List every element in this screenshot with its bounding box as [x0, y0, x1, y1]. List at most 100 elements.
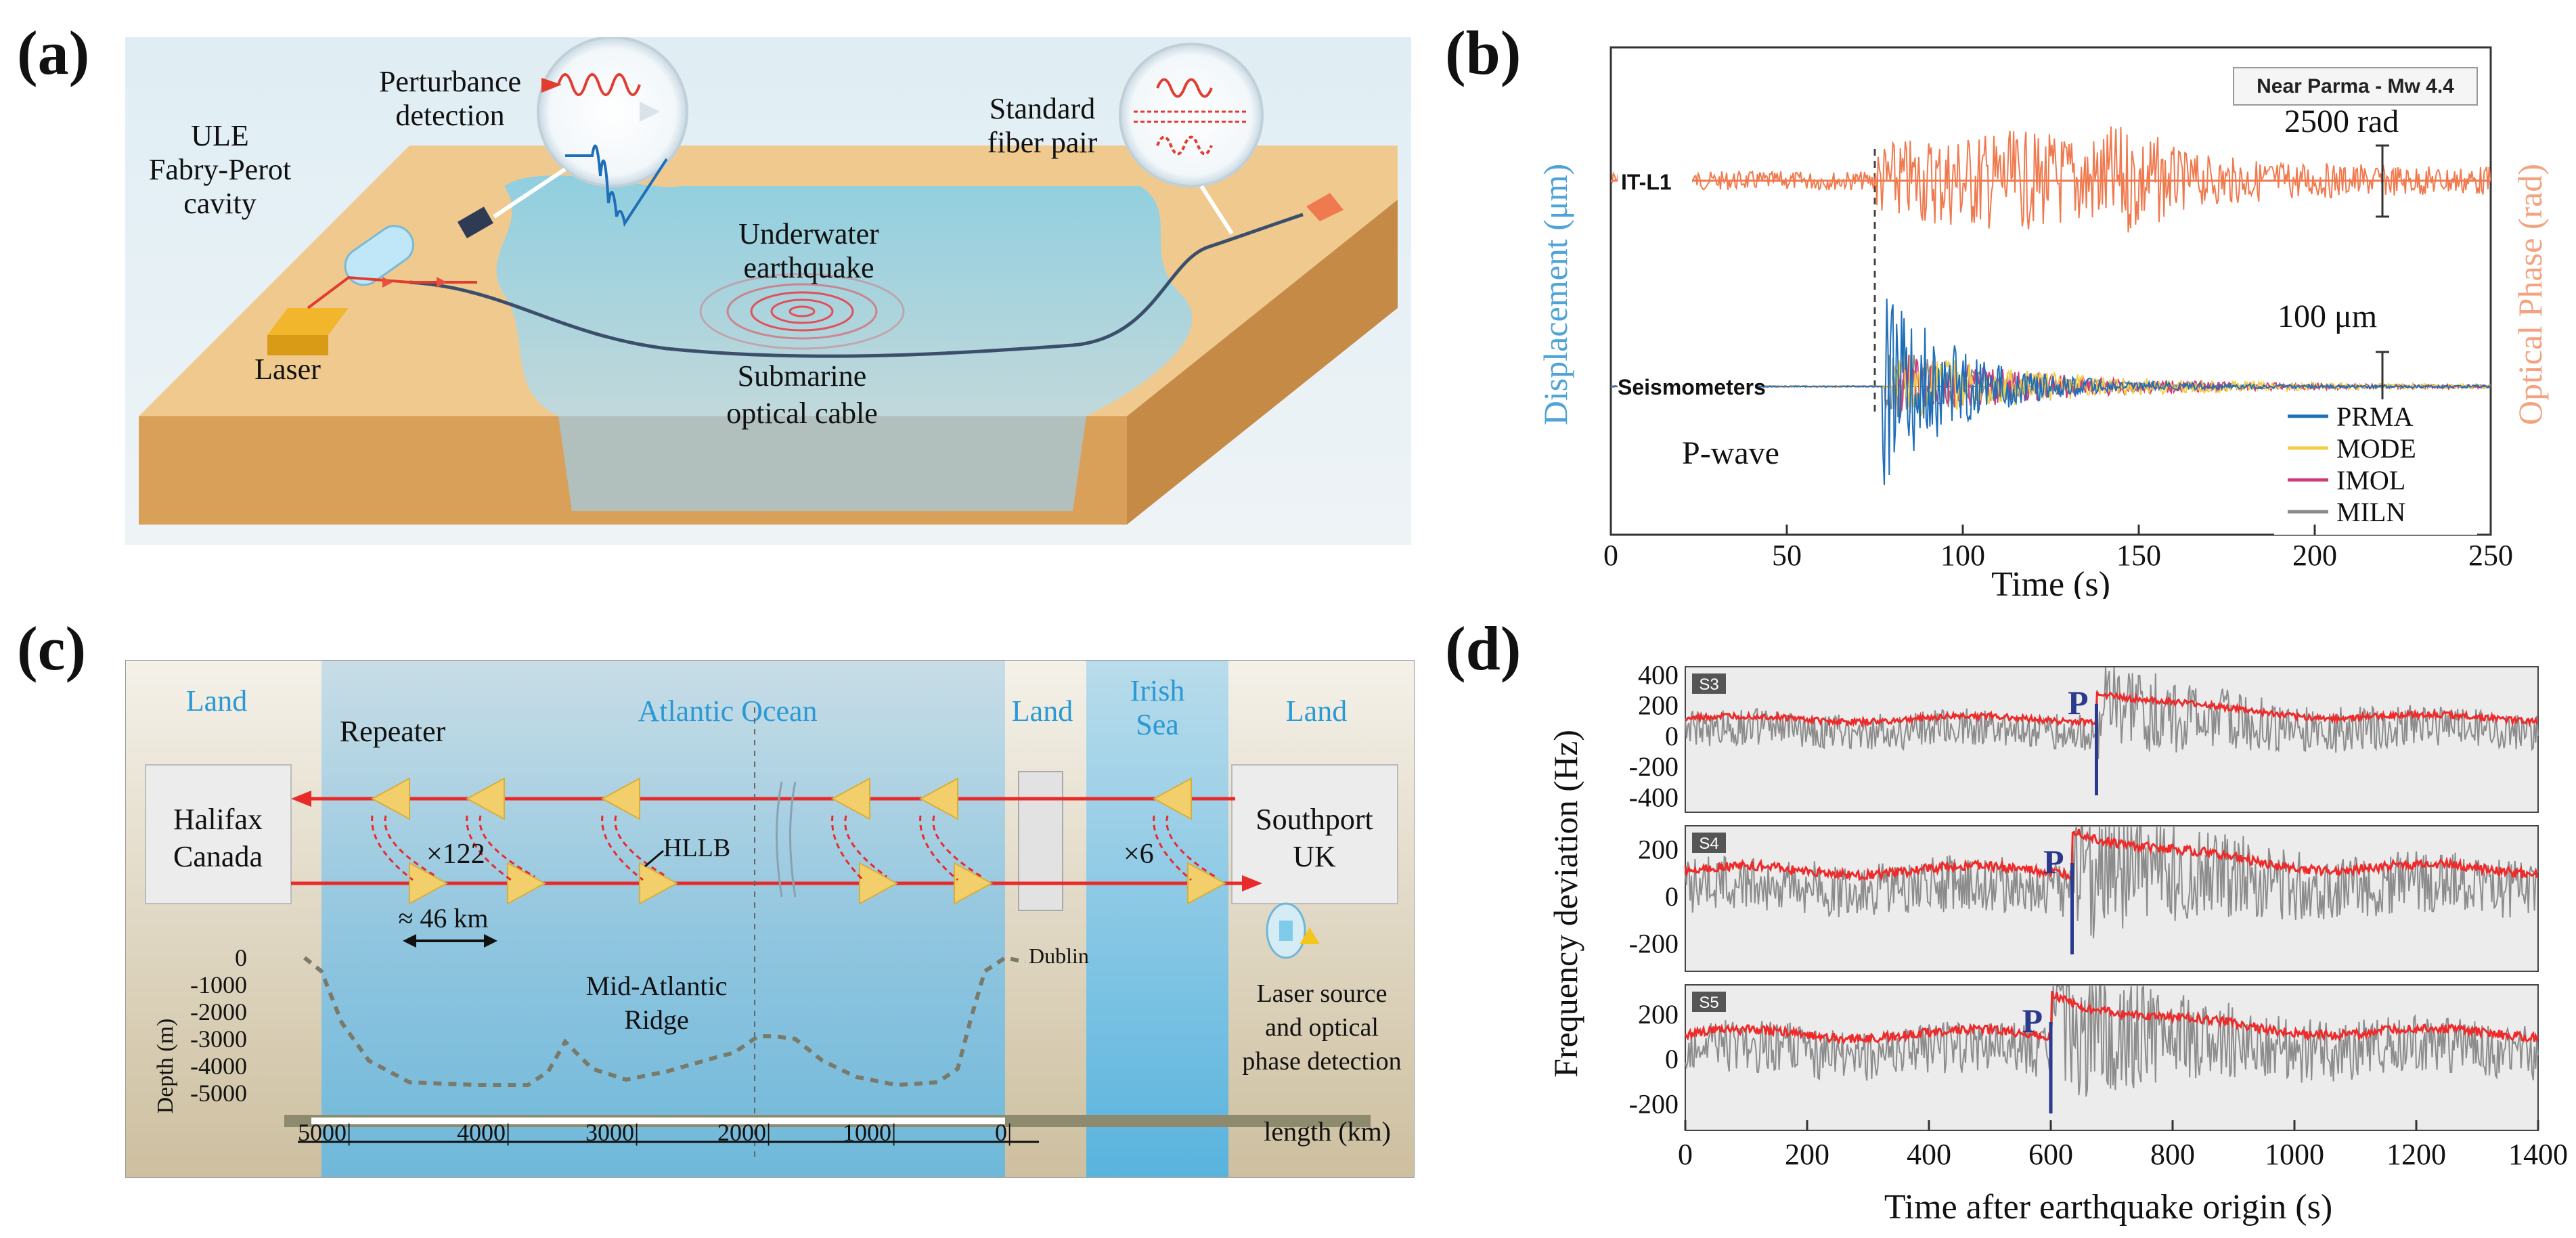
repeater-upper [600, 777, 640, 820]
dublin-box [1018, 771, 1063, 911]
laser-box [267, 308, 349, 335]
length-tick-label: 0| [995, 1119, 1012, 1146]
y-tick-label: 200 [1638, 835, 1679, 865]
legend-label-imol: IMOL [2336, 465, 2405, 495]
trace-label-itl1: IT-L1 [1621, 170, 1672, 194]
trace-prma [1610, 299, 2491, 485]
depth-tick-label: 0 [235, 944, 247, 971]
legend-label-miln: MILN [2336, 497, 2405, 527]
y-tick-label: -200 [1629, 928, 1679, 958]
repeater-upper [830, 777, 870, 820]
subplot-tag-box [1692, 673, 1726, 694]
subplot-tag: S3 [1699, 676, 1718, 694]
label-laser: Laser [254, 353, 321, 386]
seafloor-depth-profile [303, 955, 1026, 1088]
label-underwater: Underwater [738, 217, 879, 250]
region-land-left: Land [186, 684, 247, 717]
y-tick-label: -200 [1629, 1088, 1679, 1119]
repeater-upper [465, 777, 505, 820]
repeater-upper [370, 777, 410, 820]
earthquake-rings [699, 273, 905, 350]
ridge-label-1: Mid-Atlantic [586, 971, 728, 1001]
x-axis-label: Time after earthquake origin (s) [1884, 1188, 2332, 1226]
panel-b-plot: Near Parma - Mw 4.4 2500 rad 100 μm IT-L… [1536, 46, 2549, 599]
y-tick-label: 200 [1638, 999, 1679, 1030]
perturbance-bubble [537, 37, 688, 227]
trace-seismometers [1610, 299, 2491, 485]
hllb-loopback [932, 815, 982, 878]
legend-title: Near Parma - Mw 4.4 [2257, 75, 2454, 97]
land-right-zone [1228, 660, 1415, 1178]
hllb-loopback [1153, 815, 1192, 881]
label-fabry-perot: Fabry-Perot [149, 153, 291, 186]
x-axis-label: Time (s) [1991, 565, 2110, 599]
repeater-chain [370, 777, 1227, 905]
panel-label-b: (b) [1445, 18, 1522, 87]
subplot-tag: S4 [1699, 835, 1718, 853]
repeater-lower [859, 862, 899, 905]
irish-sea-zone [1086, 660, 1228, 1178]
canada-label: Canada [173, 840, 263, 873]
depth-tick-label: -2000 [190, 998, 247, 1025]
ridge-label-2: Ridge [624, 1004, 689, 1035]
legend-label-mode: MODE [2336, 433, 2416, 464]
halifax-label: Halifax [173, 803, 263, 836]
land-left-zone [125, 660, 321, 1178]
laser-source-label-3: phase detection [1242, 1047, 1401, 1076]
x-tick-label: 800 [2150, 1138, 2195, 1171]
count-x6: ×6 [1124, 839, 1154, 870]
repeater-upper [918, 777, 958, 820]
fiber-spool [1306, 193, 1343, 221]
y-tick-label: 200 [1638, 690, 1679, 721]
halifax-box [145, 764, 292, 904]
x-tick-label: 600 [2028, 1138, 2073, 1171]
x-tick-label: 400 [1907, 1138, 1951, 1171]
southport-label: Southport [1256, 803, 1373, 836]
photodetector [457, 206, 493, 239]
repeater-lower [409, 862, 449, 905]
label-fiber-pair: fiber pair [987, 126, 1098, 159]
hllb-loopback [831, 815, 864, 881]
sea-water [496, 175, 1193, 416]
hllb-loopback [1165, 815, 1216, 878]
repeater-lower [954, 862, 994, 905]
break-mark [776, 781, 797, 898]
subplot-envelope-trace [1684, 828, 2539, 881]
subplot-envelope-trace [1684, 991, 2539, 1045]
depth-axis: 0-1000-2000-3000-4000-5000 [190, 944, 247, 1107]
pwave-label: P-wave [1682, 435, 1779, 471]
length-tick-label: 3000| [585, 1119, 639, 1146]
hllb-label: HLLB [663, 834, 730, 862]
subplot-noise-trace [1685, 667, 2539, 759]
uk-label: UK [1293, 840, 1336, 873]
repeater-label: Repeater [340, 715, 446, 748]
panel-label-a: (a) [17, 18, 90, 87]
hllb-loopback [384, 815, 437, 878]
length-tick-label: 2000| [717, 1119, 771, 1146]
trace-it-l1 [1610, 126, 2491, 233]
region-land-mid: Land [1012, 694, 1073, 728]
y-tick-label: 0 [1665, 1044, 1679, 1074]
depth-tick-label: -1000 [190, 971, 247, 998]
label-submarine: Submarine [738, 359, 867, 393]
x-tick-label: 1000 [2265, 1138, 2324, 1171]
region-land-right: Land [1286, 694, 1347, 728]
length-axis-label: length (km) [1264, 1116, 1391, 1147]
depth-tick-label: -5000 [190, 1080, 247, 1107]
hllb-loopback [479, 815, 535, 878]
depth-tick-label: -3000 [190, 1025, 247, 1053]
p-arrival-label: P [2068, 684, 2089, 722]
x-tick-label: 250 [2468, 539, 2513, 572]
x-tick-label: 0 [1603, 539, 1618, 572]
repeater-lower [639, 862, 679, 905]
length-axis: 5000|4000|3000|2000|1000|0| [298, 1119, 1012, 1146]
spacing-label: ≈ 46 km [398, 903, 488, 933]
region-irish-1: Irish [1130, 674, 1185, 707]
legend-title-box [2233, 67, 2478, 106]
land-side [1127, 200, 1398, 525]
x-tick-label: 200 [2292, 539, 2337, 572]
hllb-loopback [601, 815, 644, 881]
x-tick-label: 50 [1772, 539, 1802, 572]
